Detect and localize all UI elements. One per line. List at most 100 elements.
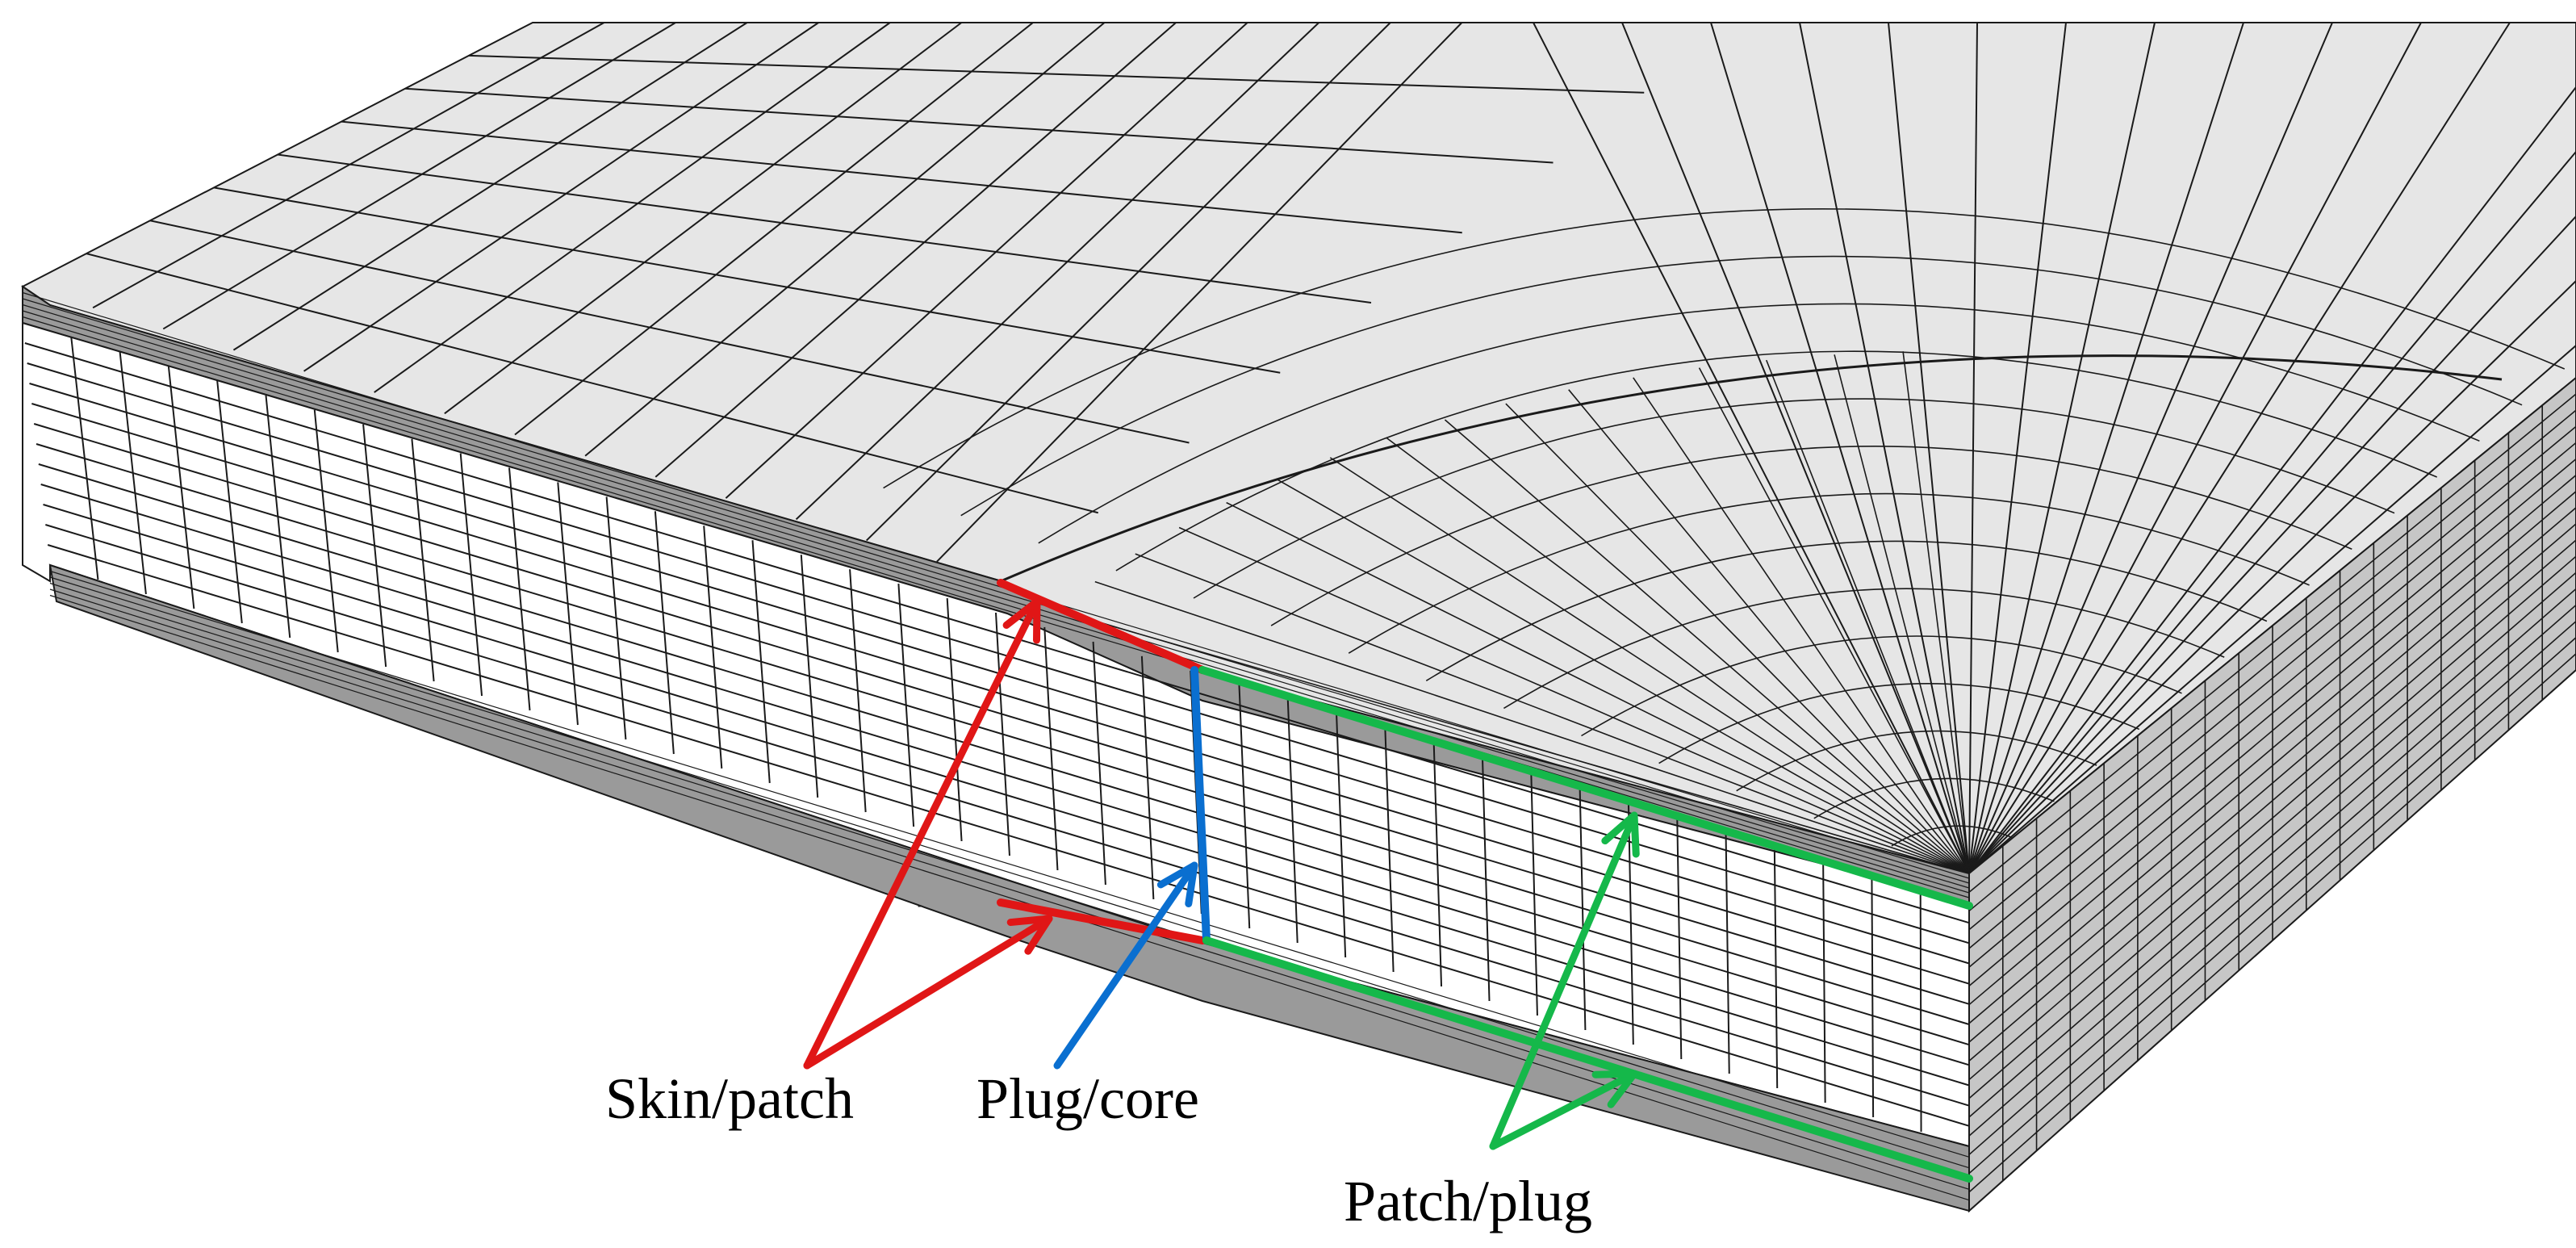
patch-plug-interface-top bbox=[1198, 666, 1973, 910]
right-mesh-hline bbox=[1968, 588, 2576, 1118]
front-mesh-hline bbox=[31, 403, 1970, 985]
front-mesh-hline bbox=[45, 524, 1970, 1107]
patch-spoke bbox=[1444, 419, 1970, 874]
patch-plug-label: Patch/plug bbox=[1344, 1169, 1592, 1233]
right-mesh-hline bbox=[1968, 475, 2576, 986]
top-mesh-line bbox=[444, 22, 963, 415]
patch-spoke bbox=[1902, 351, 1970, 874]
right-mesh-hline bbox=[1968, 491, 2576, 1006]
patch-ring bbox=[1115, 350, 2438, 572]
right-mesh-hline bbox=[1968, 637, 2576, 1175]
patch-spoke bbox=[1505, 403, 1970, 874]
skin-layer-line bbox=[49, 570, 1970, 1158]
top-mesh-line bbox=[86, 253, 1098, 514]
front-mesh-hline bbox=[36, 443, 1970, 1025]
patch-spoke bbox=[1135, 553, 1970, 874]
skin-layer-line bbox=[49, 594, 1970, 1201]
right-face-mesh bbox=[1968, 393, 2576, 1193]
front-mesh-hline bbox=[27, 362, 1970, 944]
top-mesh-line bbox=[374, 22, 891, 393]
right-mesh-hline bbox=[1968, 523, 2576, 1043]
skin-patch-arrow-bottom-head bbox=[1006, 915, 1053, 955]
patch-spoke bbox=[1094, 580, 1970, 874]
patch-plug-interface-bottom bbox=[1202, 936, 1973, 1183]
front-mesh-hline bbox=[38, 463, 1970, 1046]
right-mesh-hline bbox=[1968, 653, 2576, 1193]
top-mesh-line bbox=[514, 22, 1034, 436]
top-mesh-line bbox=[232, 22, 748, 351]
patch-spoke bbox=[1178, 526, 1970, 874]
skin-patch-arrow-top-head bbox=[1002, 597, 1041, 644]
top-mesh-line bbox=[866, 22, 1391, 542]
patch-ring bbox=[1038, 303, 2480, 544]
patch-spoke bbox=[1276, 478, 1970, 874]
front-face-mesh bbox=[22, 291, 1970, 1201]
patch-spoke bbox=[1834, 354, 1970, 874]
skin-layer-line bbox=[49, 588, 1970, 1190]
patch-outline bbox=[1000, 354, 2503, 583]
top-mesh-line bbox=[1968, 280, 2576, 874]
skin-layer-line bbox=[22, 291, 1970, 879]
front-mesh-hline bbox=[33, 423, 1970, 1005]
top-mesh-line bbox=[303, 22, 819, 372]
plug-core-interface bbox=[1190, 666, 1211, 944]
right-mesh-hline bbox=[1968, 555, 2576, 1081]
right-mesh-hline bbox=[1968, 539, 2576, 1062]
skin-patch-arrow-top bbox=[803, 597, 1041, 1070]
patch-spoke bbox=[1386, 437, 1970, 874]
top-mesh-line bbox=[1968, 22, 1978, 874]
top-mesh-line bbox=[1968, 151, 2576, 874]
interface-lines bbox=[997, 579, 1973, 1183]
plug-core-arrow bbox=[1053, 861, 1198, 1070]
right-mesh-hline bbox=[1968, 458, 2576, 968]
top-mesh-line bbox=[1968, 22, 2067, 874]
patch-spoke bbox=[1568, 389, 1970, 874]
patch-spoke bbox=[1226, 501, 1970, 874]
skin-patch-label: Skin/patch bbox=[605, 1066, 854, 1131]
top-mesh-line bbox=[725, 22, 1248, 499]
top-mesh-line bbox=[1968, 22, 2156, 874]
skin-patch-arrow-bottom bbox=[803, 915, 1053, 1070]
right-mesh-hline bbox=[1968, 621, 2576, 1155]
patch-spoke bbox=[1329, 457, 1970, 874]
skin-layer-line bbox=[22, 310, 1970, 894]
right-mesh-hline bbox=[1968, 507, 2576, 1024]
patch-ring bbox=[1193, 398, 2395, 599]
right-mesh-hline bbox=[1968, 572, 2576, 1099]
top-mesh-line bbox=[1968, 345, 2576, 874]
patch-spoke bbox=[1698, 367, 1970, 874]
top-mesh-line bbox=[1968, 22, 2244, 874]
top-mesh-line bbox=[468, 54, 1645, 94]
annotation-arrows bbox=[803, 597, 1640, 1150]
skin-layer-line bbox=[22, 298, 1970, 884]
patch-ring bbox=[1270, 446, 2352, 626]
front-mesh-hline bbox=[47, 544, 1970, 1127]
top-mesh-line bbox=[404, 87, 1554, 164]
top-mesh-line bbox=[1533, 22, 1970, 874]
patch-plug-arrow-top bbox=[1489, 811, 1638, 1150]
skin-layer-line bbox=[22, 316, 1970, 898]
right-mesh-hline bbox=[1968, 425, 2576, 931]
right-mesh-hline bbox=[1968, 442, 2576, 949]
skin-layer-line bbox=[49, 576, 1970, 1169]
right-mesh-hline bbox=[1968, 604, 2576, 1137]
patch-ring bbox=[1348, 492, 2310, 654]
top-mesh-line bbox=[584, 22, 1106, 457]
front-mesh-hline bbox=[40, 484, 1970, 1066]
patch-ring bbox=[1425, 540, 2268, 681]
patch-ring bbox=[1503, 588, 2225, 710]
plug-core-arrow-head bbox=[1156, 861, 1198, 907]
top-mesh-line bbox=[149, 220, 1190, 444]
patch-plug-arrow-bottom-head bbox=[1591, 1070, 1638, 1108]
patch-spoke bbox=[1633, 377, 1970, 874]
plug-core-label: Plug/core bbox=[976, 1066, 1199, 1131]
top-mesh-line bbox=[162, 22, 676, 330]
right-mesh-hline bbox=[1968, 393, 2576, 893]
patch-ring bbox=[960, 255, 2523, 517]
top-mesh-line bbox=[92, 22, 605, 309]
top-mesh-line bbox=[1968, 216, 2576, 874]
right-mesh-hline bbox=[1968, 409, 2576, 912]
top-mesh-line bbox=[1968, 22, 2511, 874]
